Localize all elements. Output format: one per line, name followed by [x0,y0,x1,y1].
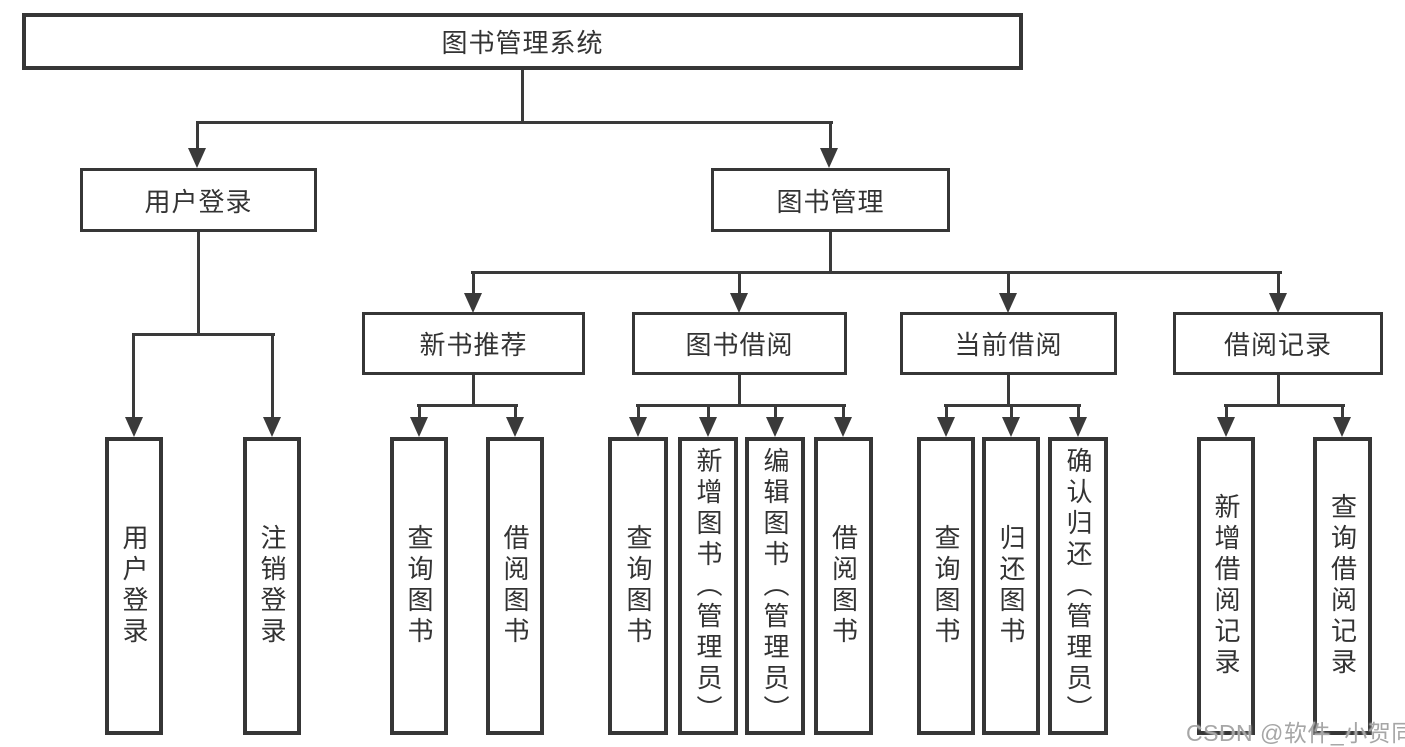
leaf-edit-books-admin: 编辑图书（管理员） [745,437,805,735]
connector-line [1277,271,1280,297]
connector-line [417,404,518,407]
connector-line [1077,404,1080,420]
connector-line [132,333,135,421]
connector-line [418,404,421,420]
connector-line [774,404,777,420]
connector-line [271,333,274,421]
arrow-down-icon [1269,293,1287,313]
arrow-down-icon [506,417,524,437]
leaf-label: 注销登录 [257,524,287,648]
connector-line [196,121,833,124]
node-book-borrow: 图书借阅 [632,312,847,375]
leaf-query-books-borrow: 查询图书 [608,437,668,735]
connector-line [636,404,846,407]
leaf-query-books-current: 查询图书 [917,437,975,735]
connector-line [707,404,710,420]
connector-line [1225,404,1228,420]
connector-line [842,404,845,420]
connector-line [197,232,200,336]
arrow-down-icon [834,417,852,437]
connector-line [132,333,275,336]
connector-line [1007,375,1010,407]
arrow-down-icon [1002,417,1020,437]
connector-line [738,271,741,297]
csdn-watermark: CSDN @软件_小贺同学 [1186,720,1405,746]
node-new-book-recommend: 新书推荐 [362,312,585,375]
connector-line [738,375,741,407]
leaf-label: 借阅图书 [828,524,859,648]
leaf-query-books-newbook: 查询图书 [390,437,448,735]
connector-line [829,121,832,151]
leaf-label: 查询图书 [931,524,961,648]
arrow-down-icon [1069,417,1087,437]
connector-line [1010,404,1013,420]
leaf-query-borrow-record: 查询借阅记录 [1313,437,1372,735]
leaf-return-books: 归还图书 [982,437,1040,735]
leaf-label: 新增图书（管理员） [693,446,723,726]
leaf-label: 新增借阅记录 [1211,493,1241,679]
leaf-user-login: 用户登录 [105,437,163,735]
arrow-down-icon [699,417,717,437]
leaf-label: 借阅图书 [500,524,530,648]
connector-line [1277,375,1280,407]
arrow-down-icon [937,417,955,437]
node-library-management-system: 图书管理系统 [22,13,1023,70]
connector-line [637,404,640,420]
leaf-logout: 注销登录 [243,437,301,735]
leaf-label: 编辑图书（管理员） [760,446,790,726]
leaf-confirm-return-admin: 确认归还（管理员） [1048,437,1108,735]
connector-line [472,375,475,407]
leaf-label: 查询图书 [404,524,434,648]
arrow-down-icon [188,148,206,168]
connector-line [945,404,948,420]
arrow-down-icon [730,293,748,313]
leaf-label: 查询借阅记录 [1327,493,1358,679]
arrow-down-icon [1333,417,1351,437]
connector-line [472,271,475,297]
leaf-label: 查询图书 [623,524,653,648]
leaf-label: 归还图书 [996,524,1026,648]
arrow-down-icon [1217,417,1235,437]
connector-line [196,121,199,151]
node-book-management: 图书管理 [711,168,950,232]
leaf-label: 确认归还（管理员） [1063,446,1093,726]
arrow-down-icon [999,293,1017,313]
connector-line [521,68,524,123]
arrow-down-icon [125,417,143,437]
arrow-down-icon [820,148,838,168]
arrow-down-icon [464,293,482,313]
arrow-down-icon [263,417,281,437]
arrow-down-icon [629,417,647,437]
connector-line [1007,271,1010,297]
arrow-down-icon [766,417,784,437]
leaf-borrow-books: 借阅图书 [814,437,873,735]
connector-line [514,404,517,420]
node-user-login: 用户登录 [80,168,317,232]
connector-line [1224,404,1345,407]
node-borrow-records: 借阅记录 [1173,312,1383,375]
leaf-add-books-admin: 新增图书（管理员） [678,437,738,735]
connector-line [829,232,832,274]
connector-line [471,271,1282,274]
connector-line [1341,404,1344,420]
node-current-borrow: 当前借阅 [900,312,1117,375]
leaf-label: 用户登录 [119,524,149,648]
leaf-borrow-books-newbook: 借阅图书 [486,437,544,735]
leaf-add-borrow-record: 新增借阅记录 [1197,437,1255,735]
arrow-down-icon [410,417,428,437]
